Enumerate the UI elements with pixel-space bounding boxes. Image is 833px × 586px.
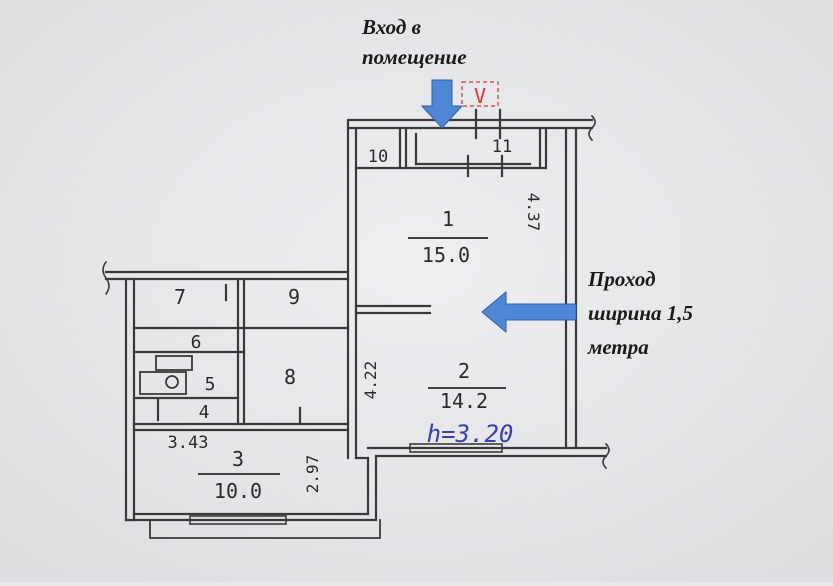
dimension-room-1: 4.37	[524, 193, 543, 232]
passage-label-line1: Проход	[588, 267, 656, 291]
dimension-room-3-side: 2.97	[303, 455, 322, 494]
entrance-label: Вход в помещение	[362, 12, 467, 72]
room-6-number: 6	[191, 332, 202, 353]
room-11-number: 11	[492, 137, 512, 157]
room-3-number: 3	[232, 447, 244, 471]
entrance-arrow-icon	[420, 79, 464, 129]
check-mark: V	[461, 81, 499, 108]
left-outer-wall	[124, 277, 136, 522]
rooms-1-2-divider	[354, 304, 432, 315]
dimension-room-3-top: 3.43	[168, 433, 209, 453]
room-2-number: 2	[458, 359, 470, 383]
room-3-area: 10.0	[214, 479, 262, 503]
bathroom-fixtures	[139, 355, 193, 395]
room-10-number: 10	[368, 147, 388, 167]
central-wall	[346, 118, 358, 460]
entrance-label-line2: помещение	[362, 45, 467, 69]
entrance-label-line1: Вход в	[362, 15, 421, 39]
passage-label: Проход ширина 1,5 метра	[588, 262, 693, 364]
room-1-number: 1	[442, 207, 454, 231]
passage-arrow-icon	[481, 290, 577, 334]
passage-label-line3: метра	[588, 335, 649, 359]
left-block-inner-walls	[132, 277, 350, 432]
windows	[189, 443, 503, 525]
room-5-number: 5	[205, 374, 216, 395]
room-2-area: 14.2	[440, 389, 488, 413]
room-4-number: 4	[199, 402, 210, 423]
rooms-10-11-walls	[354, 108, 548, 178]
right-wall	[564, 126, 578, 450]
dimension-room-2: 4.22	[361, 361, 380, 400]
left-block-top-wall	[102, 260, 350, 296]
room-8-number: 8	[284, 365, 296, 389]
room-9-number: 9	[288, 285, 300, 309]
top-wall	[348, 114, 596, 142]
check-mark-letter: V	[474, 84, 486, 108]
room-1-area: 15.0	[422, 243, 470, 267]
ceiling-height: h=3.20	[427, 420, 514, 448]
room-7-number: 7	[174, 285, 186, 309]
passage-label-line2: ширина 1,5	[588, 301, 694, 325]
